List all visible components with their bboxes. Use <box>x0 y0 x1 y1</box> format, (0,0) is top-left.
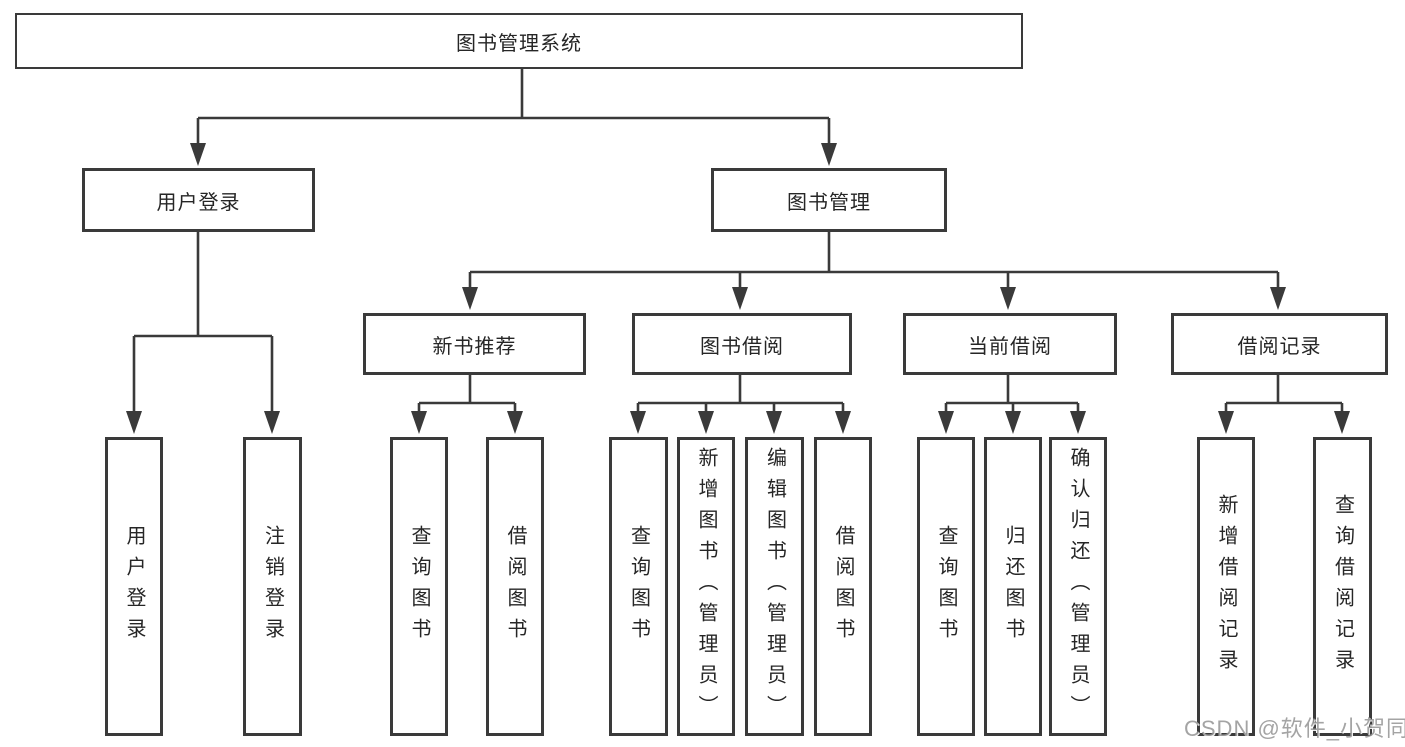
leaf-query-borrow-record: 查询借阅记录 <box>1313 437 1372 736</box>
node-borrow-records: 借阅记录 <box>1171 313 1388 375</box>
leaf-query-books-2: 查询图书 <box>609 437 668 736</box>
node-book-borrow: 图书借阅 <box>632 313 852 375</box>
leaf-confirm-return-admin: 确认归还（管理员） <box>1049 437 1107 736</box>
csdn-watermark: CSDN @软件_小贺同学 <box>1184 716 1405 741</box>
leaf-add-books-admin: 新增图书（管理员） <box>677 437 735 736</box>
node-user-login: 用户登录 <box>82 168 315 232</box>
node-new-book-recommend: 新书推荐 <box>363 313 586 375</box>
leaf-borrow-books-1: 借阅图书 <box>486 437 544 736</box>
leaf-borrow-books-2: 借阅图书 <box>814 437 872 736</box>
leaf-return-books: 归还图书 <box>984 437 1042 736</box>
node-root: 图书管理系统 <box>15 13 1023 69</box>
node-current-borrow: 当前借阅 <box>903 313 1117 375</box>
leaf-add-borrow-record: 新增借阅记录 <box>1197 437 1255 736</box>
arrowheads <box>126 143 1350 434</box>
leaf-logout: 注销登录 <box>243 437 302 736</box>
leaf-user-login: 用户登录 <box>105 437 163 736</box>
node-book-management: 图书管理 <box>711 168 947 232</box>
leaf-edit-books-admin: 编辑图书（管理员） <box>745 437 804 736</box>
leaf-query-books-3: 查询图书 <box>917 437 975 736</box>
leaf-query-books-1: 查询图书 <box>390 437 448 736</box>
